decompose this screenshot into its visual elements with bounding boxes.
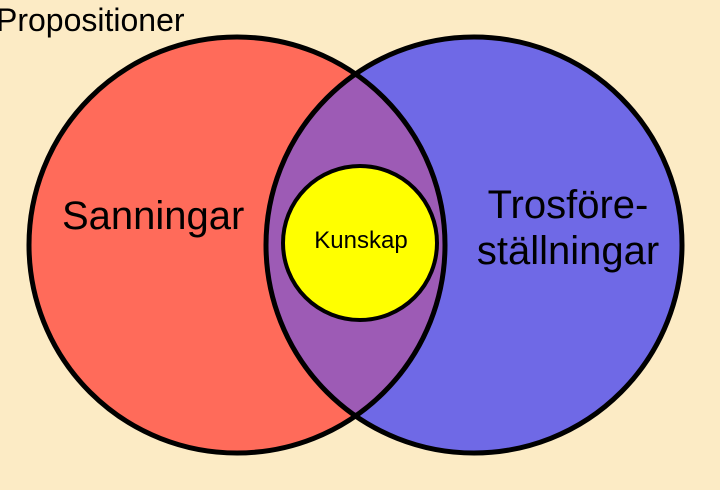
- beliefs-label: Trosföre- ställningar: [468, 182, 668, 274]
- knowledge-circle: [281, 164, 439, 322]
- truths-circle-outline: [26, 34, 448, 456]
- beliefs-circle-outline: [263, 34, 685, 456]
- beliefs-label-line2: ställningar: [476, 229, 660, 273]
- overlap-region: [266, 37, 445, 453]
- beliefs-label-line1: Trosföre-: [487, 183, 649, 227]
- knowledge-label: Kunskap: [314, 227, 408, 254]
- truths-label: Sanningar: [62, 194, 245, 238]
- diagram-title: Propositioner: [0, 2, 185, 38]
